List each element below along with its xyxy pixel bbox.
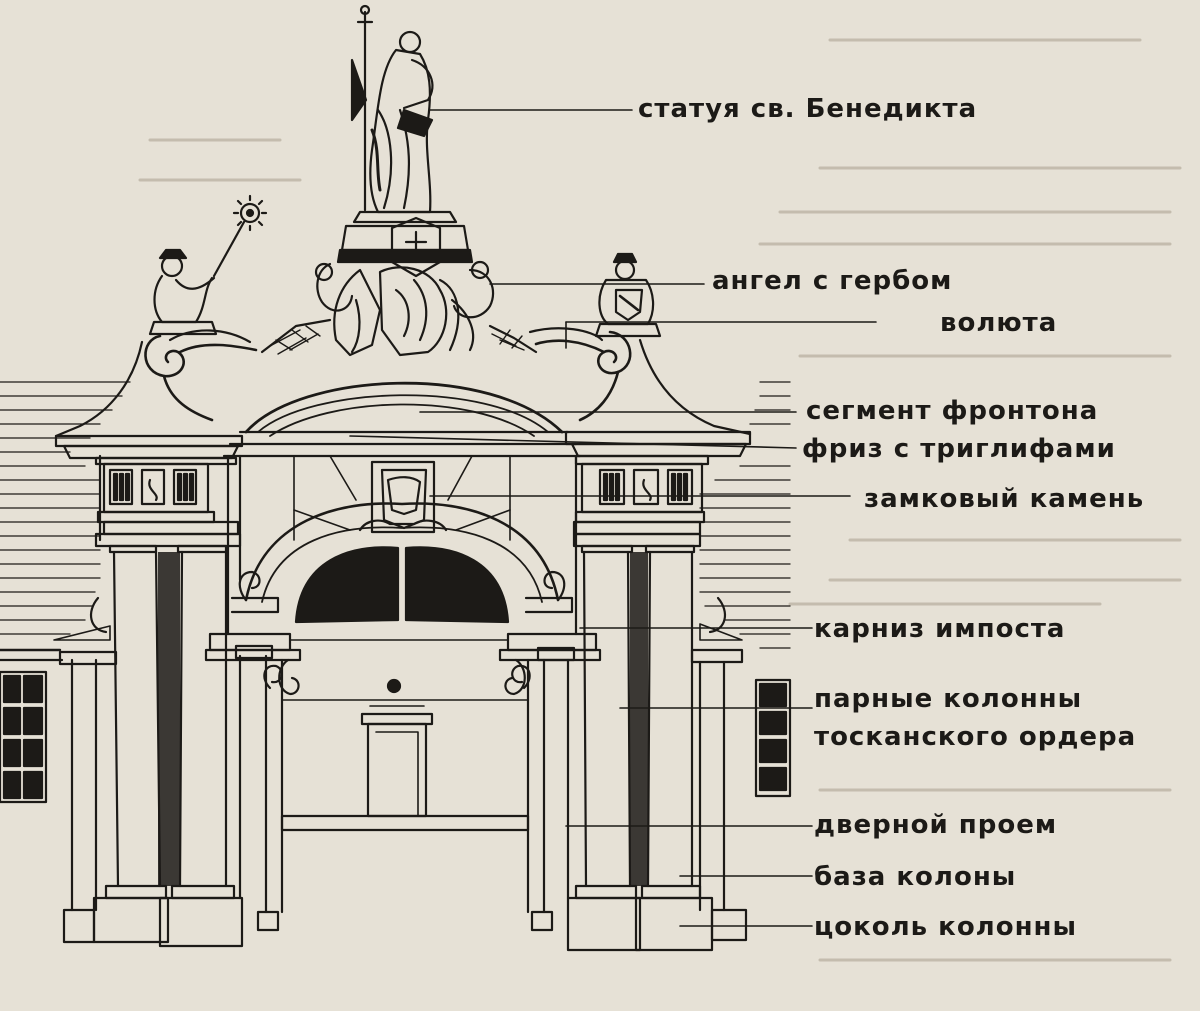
label-column-plinth: цоколь колонны [814,912,1078,942]
impost-cornice [204,632,602,696]
label-columns-line2: тосканского ордера [814,722,1137,752]
angel-group [314,260,495,357]
leader-lines [349,109,877,927]
leader-frieze [349,435,797,449]
statue-pedestal [336,210,474,278]
left-window [0,658,64,804]
bleed-through [138,38,1182,962]
right-angel-with-arms [594,252,662,338]
label-keystone: замковый камень [864,484,1145,514]
left-frieze [96,462,240,536]
statue-saint-benedict [350,4,434,214]
right-roof-hatching [699,381,791,649]
left-roof-hatching [0,381,131,652]
right-window [754,678,792,798]
left-volute [144,334,258,422]
arch [230,502,574,624]
left-angel-with-staff [148,194,268,336]
left-canopy [54,340,244,542]
doorway [280,658,530,914]
central-frieze [226,454,578,636]
tiled-roof [168,318,604,355]
right-paired-columns [511,532,748,952]
label-columns-line1: парные колонны [814,684,1083,714]
label-statue: статуя св. Бенедикта [638,94,978,124]
label-doorway: дверной проем [814,810,1058,840]
label-angel: ангел с гербом [712,266,953,296]
label-pediment: сегмент фронтона [806,396,1099,426]
right-frieze [572,462,706,536]
label-impost: карниз импоста [814,614,1066,644]
segmental-pediment [222,381,582,458]
label-volute: волюта [940,308,1058,338]
left-paired-columns [53,532,283,948]
label-column-base: база колоны [814,862,1017,892]
keystone [358,460,448,534]
label-frieze: фриз с триглифами [802,434,1116,464]
right-volute [534,330,632,422]
